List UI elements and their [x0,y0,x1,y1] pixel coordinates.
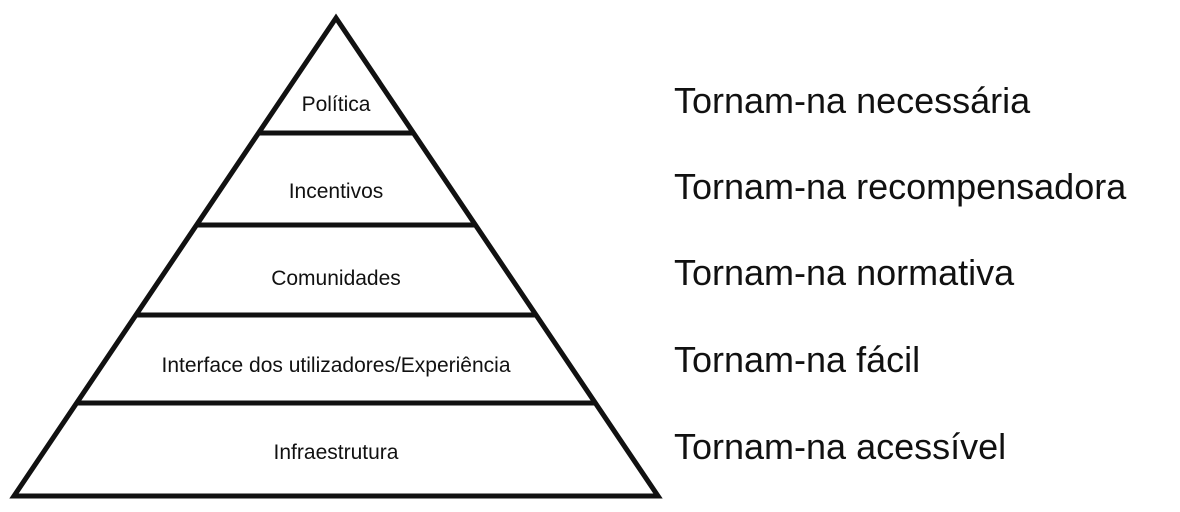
effect-label-recompensadora: Tornam-na recompensadora [674,166,1127,207]
tier-label-interface: Interface dos utilizadores/Experiência [161,354,510,377]
effect-label-necessaria: Tornam-na necessária [674,80,1031,121]
tier-label-incentivos: Incentivos [289,180,384,203]
tier-label-infraestrutura: Infraestrutura [274,441,399,464]
pyramid-outline [9,13,663,499]
tier-label-politica: Política [302,93,371,116]
tier-label-comunidades: Comunidades [271,267,401,290]
effect-label-normativa: Tornam-na normativa [674,252,1015,293]
effect-label-acessivel: Tornam-na acessível [674,426,1006,467]
effect-label-facil: Tornam-na fácil [674,339,920,380]
